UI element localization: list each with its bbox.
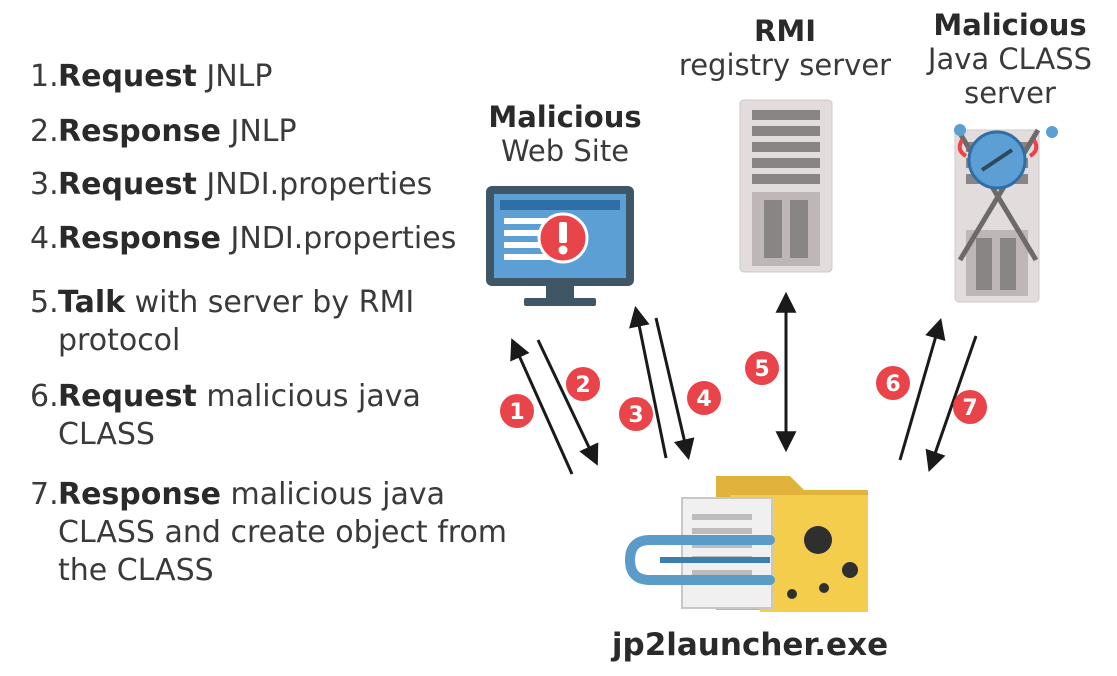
rmi-label-subtitle: registry server — [678, 48, 892, 82]
badge-5: 5 — [745, 351, 779, 385]
arrow-2 — [536, 339, 599, 466]
step-2: 2.Response JNLP — [30, 113, 297, 151]
badge-6: 6 — [876, 366, 910, 400]
step-7: 7.Response malicious java CLASS and crea… — [30, 476, 507, 590]
arrow-4 — [654, 317, 695, 461]
step-number: 5. — [30, 285, 59, 320]
class-server-label-line2: Java CLASS — [927, 42, 1093, 76]
web-site-label-title: Malicious — [488, 100, 642, 134]
flow-arrows — [510, 291, 978, 475]
step-number: 4. — [30, 221, 59, 256]
step-verb: Response — [58, 477, 221, 512]
step-badges: 1 2 3 4 5 6 7 — [500, 351, 987, 431]
step-text: JNLP — [220, 114, 297, 149]
step-text-continued: protocol — [58, 323, 181, 358]
rmi-label: RMI registry server — [665, 14, 905, 82]
class-server-label-title: Malicious — [933, 8, 1087, 42]
step-number: 6. — [30, 379, 59, 414]
badge-2: 2 — [566, 367, 600, 401]
launcher-label: jp2launcher.exe — [611, 627, 889, 663]
step-text-continued: CLASS and create object from — [58, 515, 508, 550]
step-text: JNLP — [196, 59, 273, 94]
svg-text:2: 2 — [575, 373, 590, 398]
step-text: JNDI.properties — [196, 167, 433, 202]
step-text: JNDI.properties — [220, 221, 457, 256]
arrow-1 — [510, 338, 574, 475]
monitor-icon — [486, 186, 634, 306]
step-3: 3.Request JNDI.properties — [30, 166, 432, 204]
badge-3: 3 — [619, 397, 653, 431]
step-verb: Talk — [58, 285, 126, 320]
step-text-continued: the CLASS — [58, 553, 214, 588]
rmi-server-icon — [739, 99, 833, 273]
svg-text:5: 5 — [754, 357, 769, 382]
arrow-7 — [925, 335, 978, 472]
svg-text:4: 4 — [696, 387, 711, 412]
step-number: 7. — [30, 477, 59, 512]
step-number: 1. — [30, 59, 59, 94]
arrow-3 — [629, 305, 668, 459]
step-number: 2. — [30, 114, 59, 149]
step-verb: Response — [58, 114, 221, 149]
class-server-icon — [954, 124, 1058, 303]
badge-1: 1 — [500, 394, 534, 428]
rmi-label-title: RMI — [754, 14, 816, 48]
step-verb: Response — [58, 221, 221, 256]
step-text: malicious java — [196, 379, 421, 414]
web-site-label: Malicious Web Site — [470, 100, 660, 168]
step-verb: Request — [58, 59, 197, 94]
badge-7: 7 — [953, 390, 987, 424]
class-server-label-line3: server — [964, 76, 1056, 110]
step-1: 1.Request JNLP — [30, 58, 272, 96]
svg-text:7: 7 — [962, 396, 977, 421]
svg-text:1: 1 — [509, 400, 524, 425]
web-site-label-subtitle: Web Site — [500, 134, 630, 168]
launcher-folder-icon — [624, 476, 868, 612]
step-verb: Request — [58, 379, 197, 414]
svg-text:3: 3 — [628, 403, 643, 428]
svg-text:6: 6 — [885, 372, 900, 397]
step-5: 5.Talk with server by RMI protocol — [30, 284, 414, 360]
step-text-continued: CLASS — [58, 417, 155, 452]
step-text: malicious java — [220, 477, 445, 512]
step-text: with server by RMI — [125, 285, 415, 320]
step-number: 3. — [30, 167, 59, 202]
arrow-6 — [898, 317, 946, 461]
step-verb: Request — [58, 167, 197, 202]
badge-4: 4 — [687, 381, 721, 415]
step-4: 4.Response JNDI.properties — [30, 220, 456, 258]
class-server-label: Malicious Java CLASS server — [910, 8, 1110, 110]
step-6: 6.Request malicious java CLASS — [30, 378, 421, 454]
